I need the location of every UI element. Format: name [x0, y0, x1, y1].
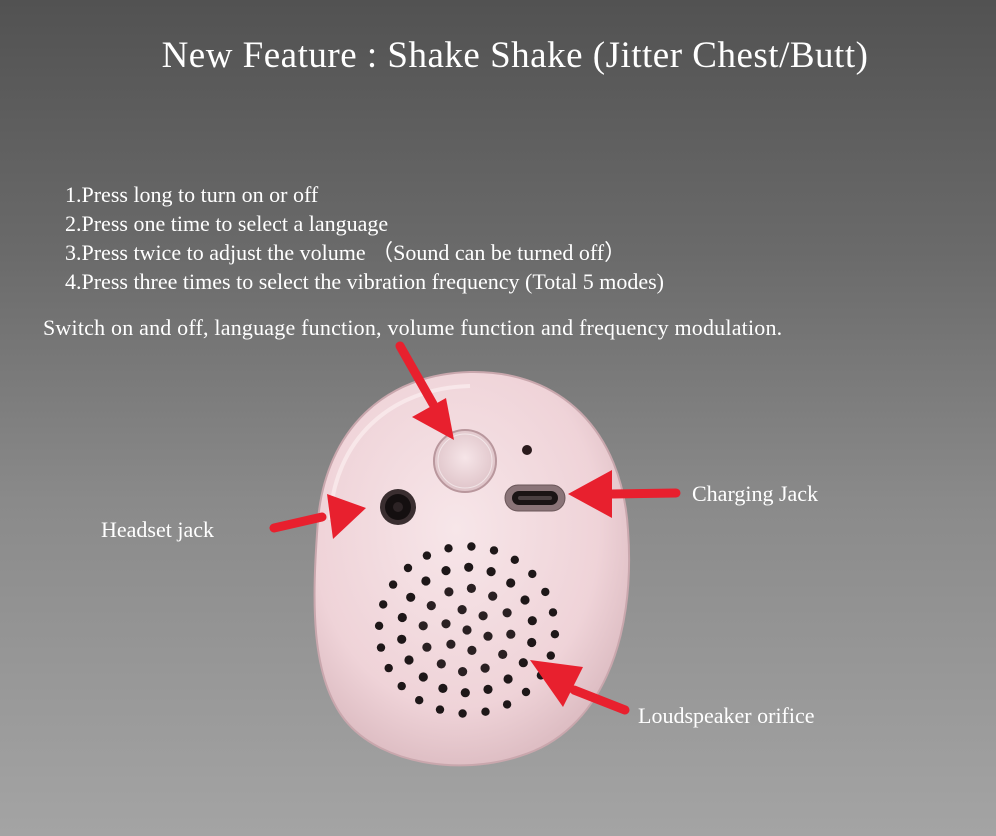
arrow-to-power-button	[395, 341, 454, 440]
speaker-hole	[480, 663, 490, 673]
instruction-item: 2.Press one time to select a language	[65, 211, 389, 236]
speaker-hole	[520, 595, 530, 605]
callout-headset-jack: Headset jack	[101, 517, 214, 542]
callout-loudspeaker: Loudspeaker orifice	[638, 703, 815, 728]
speaker-hole	[444, 587, 454, 597]
speaker-hole	[521, 687, 531, 697]
speaker-hole	[483, 631, 493, 641]
speaker-hole	[488, 591, 498, 601]
switch-caption: Switch on and off, language function, vo…	[43, 315, 783, 340]
speaker-hole	[518, 658, 528, 668]
speaker-hole	[446, 639, 456, 649]
speaker-hole	[464, 562, 474, 572]
speaker-hole	[374, 621, 384, 630]
speaker-hole	[388, 580, 398, 589]
speaker-hole	[548, 608, 558, 617]
speaker-hole	[397, 681, 406, 691]
speaker-hole	[384, 663, 393, 673]
speaker-hole	[397, 634, 407, 644]
arrow-to-charging-jack	[568, 470, 681, 518]
instruction-list: 1.Press long to turn on or off 2.Press o…	[65, 180, 664, 296]
speaker-hole	[506, 578, 516, 588]
speaker-hole	[489, 546, 499, 555]
speaker-hole	[503, 674, 513, 684]
speaker-hole	[435, 705, 445, 714]
arrow-to-loudspeaker	[530, 660, 630, 715]
page-title: New Feature : Shake Shake (Jitter Chest/…	[161, 35, 869, 76]
speaker-hole	[502, 608, 512, 618]
speaker-hole	[550, 630, 560, 639]
speaker-hole	[527, 616, 537, 626]
speaker-grille	[374, 542, 560, 718]
speaker-hole	[376, 643, 386, 652]
instruction-item: 4.Press three times to select the vibrat…	[65, 269, 665, 294]
instruction-item: 3.Press twice to adjust the volume （Soun…	[65, 240, 627, 265]
callout-charging-jack: Charging Jack	[692, 481, 819, 506]
speaker-hole	[483, 684, 493, 695]
power-button[interactable]	[433, 429, 497, 493]
speaker-hole	[467, 542, 476, 551]
charging-port	[504, 484, 566, 512]
instruction-item: 1.Press long to turn on or off	[65, 182, 319, 207]
speaker-hole	[415, 696, 424, 705]
speaker-hole	[441, 566, 451, 576]
speaker-hole	[478, 611, 488, 621]
headset-port	[380, 489, 416, 525]
speaker-hole	[466, 583, 476, 594]
speaker-hole	[510, 555, 519, 564]
speaker-hole	[527, 637, 537, 648]
indicator-light	[522, 445, 532, 455]
speaker-hole	[418, 621, 428, 631]
speaker-hole	[422, 642, 432, 652]
speaker-hole	[438, 683, 448, 694]
speaker-hole	[397, 612, 407, 623]
arrow-to-headset-jack	[269, 494, 366, 539]
speaker-hole	[502, 700, 512, 709]
speaker-hole	[379, 600, 388, 609]
speaker-hole	[467, 645, 477, 656]
speaker-hole	[444, 544, 453, 553]
speaker-hole	[481, 707, 490, 716]
speaker-hole	[406, 592, 416, 602]
speaker-hole	[541, 587, 550, 597]
speaker-hole	[418, 672, 428, 682]
speaker-hole	[403, 563, 413, 573]
speaker-hole	[441, 619, 451, 629]
speaker-hole	[528, 569, 537, 579]
speaker-hole	[457, 605, 467, 615]
speaker-hole	[462, 625, 472, 635]
speaker-hole	[426, 601, 436, 611]
speaker-hole	[498, 649, 508, 660]
speaker-hole	[404, 655, 414, 665]
speaker-hole	[506, 629, 516, 639]
speaker-hole	[421, 576, 431, 586]
speaker-hole	[458, 709, 467, 718]
speaker-hole	[546, 651, 555, 660]
speaker-hole	[460, 688, 470, 698]
speaker-hole	[486, 567, 496, 577]
speaker-hole	[458, 667, 468, 677]
speaker-hole	[436, 659, 446, 669]
speaker-hole	[422, 551, 432, 560]
